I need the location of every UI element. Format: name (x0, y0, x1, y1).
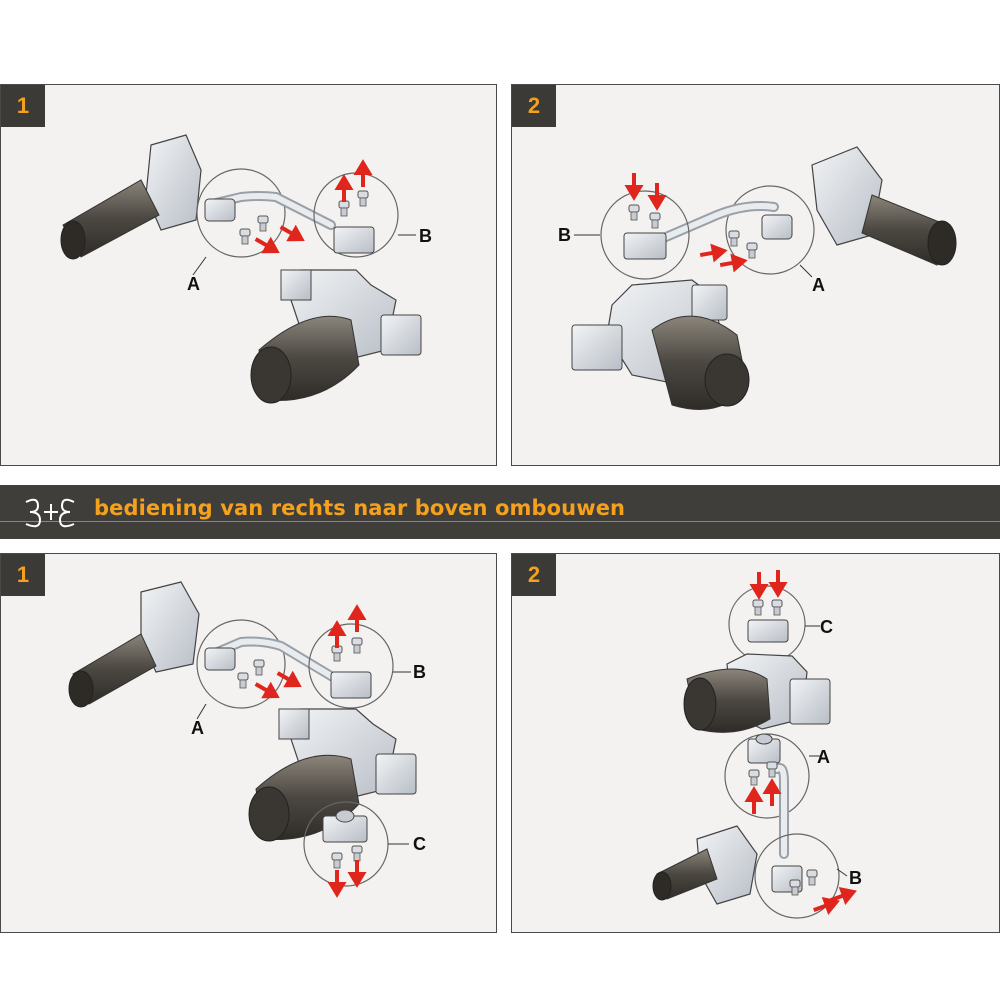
step-badge: 1 (1, 554, 45, 596)
label-b: B (849, 868, 862, 888)
banner-divider (0, 521, 1000, 522)
detail-circle-b (754, 833, 840, 919)
linkage-rod (647, 201, 793, 248)
label-a: A (817, 747, 830, 767)
valve-body (571, 279, 750, 410)
panel-top-right: 2 B A (511, 84, 1000, 466)
step-badge: 2 (512, 554, 556, 596)
label-b: B (419, 226, 432, 246)
step-badge: 2 (512, 85, 556, 127)
label-c: C (413, 834, 426, 854)
label-a: A (191, 718, 204, 738)
illustration-top-left: A B (60, 134, 432, 404)
page-title: bediening van rechts naar boven ombouwen (94, 496, 626, 520)
illustration-bottom-right: C A B (652, 568, 862, 919)
label-b: B (558, 225, 571, 245)
label-a: A (812, 275, 825, 295)
valve-body (250, 269, 422, 404)
linkage-rod (204, 636, 341, 684)
detail-circle-b (600, 190, 690, 280)
left-actuator (68, 581, 200, 708)
detail-circle-a (725, 185, 815, 275)
panel-top-left: 1 (0, 84, 497, 466)
linkage-rod (204, 191, 336, 230)
panel-bottom-right: 2 (511, 553, 1000, 933)
illustration-top-right: B A (558, 146, 957, 410)
panel-bottom-left: 1 (0, 553, 497, 933)
linkage-rod (747, 733, 789, 859)
step-badge: 1 (1, 85, 45, 127)
left-actuator (60, 134, 202, 260)
title-banner (0, 485, 1000, 539)
right-actuator (811, 146, 957, 266)
illustration-bottom-left: A B C (68, 581, 426, 896)
detail-circle-a (196, 168, 286, 258)
valve-body (683, 653, 831, 733)
detail-circle-b (308, 623, 394, 709)
brand-logo (25, 498, 75, 528)
label-b: B (413, 662, 426, 682)
left-actuator (652, 825, 758, 905)
label-c: C (820, 617, 833, 637)
detail-circle-a (196, 619, 286, 709)
label-a: A (187, 274, 200, 294)
